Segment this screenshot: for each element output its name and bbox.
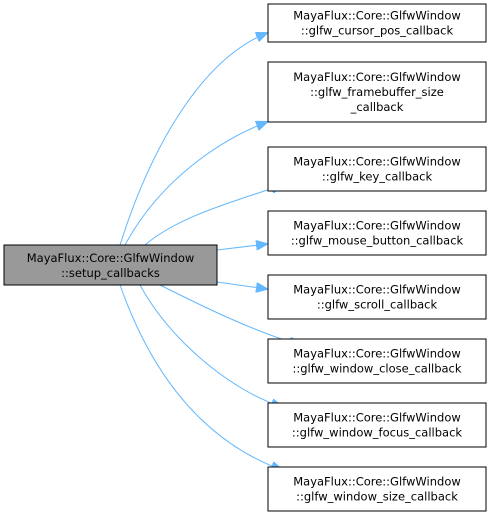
- target-node-5[interactable]: MayaFlux::Core::GlfwWindow::glfw_scroll_…: [267, 274, 487, 320]
- target-node-label-line1: MayaFlux::Core::GlfwWindow: [293, 411, 461, 425]
- target-node-label-line2: ::glfw_window_size_callback: [296, 490, 458, 504]
- target-nodes: MayaFlux::Core::GlfwWindow::glfw_cursor_…: [267, 3, 487, 512]
- edge-to-target-8: [119, 284, 282, 470]
- target-node-4[interactable]: MayaFlux::Core::GlfwWindow::glfw_mouse_b…: [267, 210, 487, 256]
- target-node-8[interactable]: MayaFlux::Core::GlfwWindow::glfw_window_…: [267, 466, 487, 512]
- target-node-box: [267, 338, 487, 384]
- source-node-label-line1: MayaFlux::Core::GlfwWindow: [27, 251, 195, 265]
- target-node-label-line1: MayaFlux::Core::GlfwWindow: [293, 9, 461, 23]
- target-node-label-line2: ::glfw_scroll_callback: [317, 298, 438, 312]
- edges: [119, 33, 300, 470]
- target-node-label-line2: ::glfw_window_close_callback: [292, 362, 461, 376]
- edge-to-target-7: [139, 284, 282, 407]
- target-node-3[interactable]: MayaFlux::Core::GlfwWindow::glfw_key_cal…: [267, 146, 487, 192]
- source-node-box: [3, 244, 218, 286]
- target-node-box: [267, 3, 487, 43]
- target-node-label-line2: ::glfw_cursor_pos_callback: [301, 24, 454, 38]
- target-node-box: [267, 210, 487, 256]
- target-node-label-line2: ::glfw_mouse_button_callback: [291, 234, 464, 248]
- target-node-label-line2: ::glfw_window_focus_callback: [292, 426, 462, 440]
- target-node-7[interactable]: MayaFlux::Core::GlfwWindow::glfw_window_…: [267, 402, 487, 448]
- target-node-box: [267, 274, 487, 320]
- edge-to-target-5: [216, 281, 267, 289]
- target-node-label-line2: ::glfw_key_callback: [322, 170, 433, 184]
- target-node-label-line1: MayaFlux::Core::GlfwWindow: [293, 475, 461, 489]
- edge-to-target-3: [144, 185, 282, 246]
- edge-to-target-4: [216, 244, 267, 251]
- target-node-label-line1: MayaFlux::Core::GlfwWindow: [293, 347, 461, 361]
- target-node-6[interactable]: MayaFlux::Core::GlfwWindow::glfw_window_…: [267, 338, 487, 384]
- target-node-label-line1: MayaFlux::Core::GlfwWindow: [293, 219, 461, 233]
- target-node-label-line3: _callback: [350, 100, 404, 114]
- edge-to-target-1: [119, 33, 267, 246]
- target-node-box: [267, 61, 487, 123]
- target-node-box: [267, 402, 487, 448]
- edge-to-target-2: [124, 122, 267, 246]
- target-node-label-line2: ::glfw_framebuffer_size: [310, 85, 444, 99]
- target-node-2[interactable]: MayaFlux::Core::GlfwWindow::glfw_framebu…: [267, 61, 487, 123]
- target-node-box: [267, 146, 487, 192]
- source-node-label-line2: ::setup_callbacks: [61, 266, 160, 280]
- source-node-setup-callbacks[interactable]: MayaFlux::Core::GlfwWindow ::setup_callb…: [3, 244, 218, 286]
- target-node-label-line1: MayaFlux::Core::GlfwWindow: [293, 70, 461, 84]
- target-node-box: [267, 466, 487, 512]
- target-node-1[interactable]: MayaFlux::Core::GlfwWindow::glfw_cursor_…: [267, 3, 487, 43]
- target-node-label-line1: MayaFlux::Core::GlfwWindow: [293, 155, 461, 169]
- target-node-label-line1: MayaFlux::Core::GlfwWindow: [293, 283, 461, 297]
